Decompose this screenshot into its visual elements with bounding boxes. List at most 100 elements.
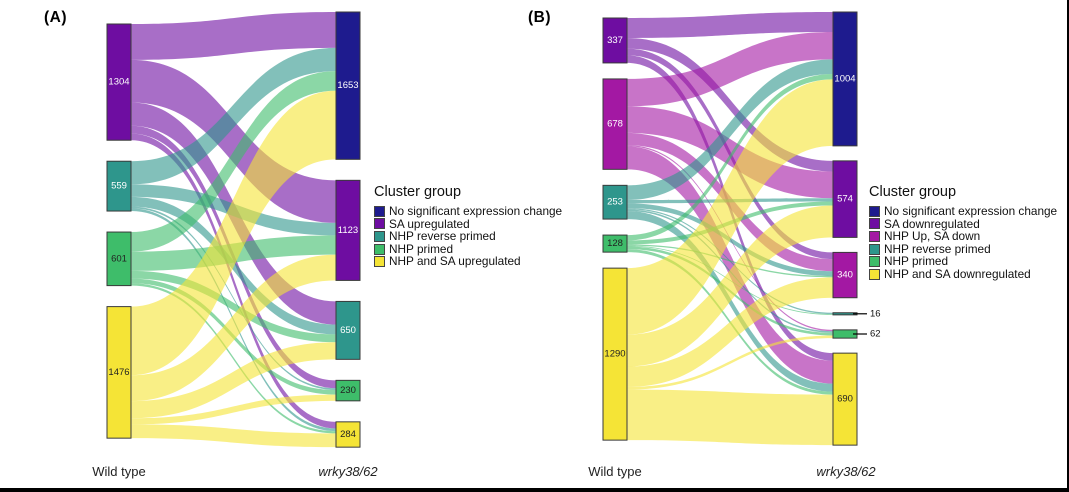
flow-ribbon	[131, 133, 336, 429]
node-value-label: 16	[870, 308, 881, 319]
sankey-node	[602, 78, 628, 170]
sankey-node	[106, 306, 132, 439]
sankey-node	[106, 160, 132, 212]
legend-swatch-icon	[374, 205, 385, 217]
flow-ribbon	[627, 59, 833, 201]
legend-a: Cluster group No significant expression …	[374, 184, 562, 268]
node-value-label: 1290	[604, 349, 625, 360]
legend-a-title: Cluster group	[374, 184, 462, 200]
node-value-label: 601	[111, 253, 127, 264]
legend-item: SA upregulated	[374, 216, 562, 231]
legend-item: NHP primed	[869, 255, 1057, 268]
flow-ribbon	[131, 394, 336, 425]
flow-ribbon	[131, 90, 336, 376]
flow-ribbon	[131, 342, 336, 419]
node-value-label: 678	[607, 119, 623, 130]
node-value-label: 690	[837, 394, 853, 405]
legend-item: No significant expression change	[869, 205, 1057, 218]
node-value-label: 340	[837, 270, 853, 281]
sankey-node	[602, 17, 628, 64]
flow-ribbon	[627, 106, 833, 199]
sankey-node	[832, 352, 858, 446]
flow-ribbon	[627, 146, 833, 384]
flow-ribbon	[131, 12, 336, 60]
flow-ribbon	[131, 424, 336, 448]
sankey-node	[602, 184, 628, 220]
flow-ribbons	[627, 12, 833, 446]
flow-ribbon	[131, 254, 336, 402]
node-value-label: 128	[607, 238, 623, 249]
node-value-label: 1304	[108, 77, 129, 88]
legend-label: NHP reverse primed	[389, 229, 496, 244]
legend-item: NHP reverse primed	[869, 243, 1057, 256]
sankey-node	[335, 300, 361, 360]
flow-ribbon	[627, 12, 833, 38]
legend-swatch-icon	[869, 256, 880, 268]
flow-ribbon	[627, 74, 833, 241]
flow-ribbon	[131, 206, 336, 390]
flow-ribbon	[627, 244, 833, 278]
flow-ribbon	[131, 283, 336, 434]
sankey-node	[106, 23, 132, 141]
legend-item: SA downregulated	[869, 217, 1057, 231]
node-value-label: 1123	[338, 225, 358, 236]
legend-label: NHP and SA upregulated	[389, 254, 521, 269]
axis-label-b-wrky3862: wrky38/62	[816, 464, 876, 479]
legend-swatch-icon	[869, 243, 880, 255]
flow-ribbon	[627, 389, 833, 446]
axis-label-b-wildtype: Wild type	[588, 464, 642, 479]
node-value-label: 574	[837, 194, 853, 205]
legend-swatch-icon	[869, 268, 880, 280]
sankey-node	[335, 379, 361, 402]
node-column-left: 1304 559 601 1476	[106, 23, 132, 439]
legend-label: NHP reverse primed	[884, 241, 991, 256]
node-value-label: 559	[111, 181, 127, 192]
legend-item: NHP and SA upregulated	[374, 255, 562, 268]
legend-swatch-icon	[374, 230, 385, 242]
legend-item: NHP primed	[374, 243, 562, 256]
node-value-label: 650	[340, 325, 356, 336]
sankey-node	[832, 11, 858, 147]
legend-label: No significant expression change	[389, 204, 563, 218]
flow-ribbon	[627, 38, 833, 172]
panel-b-label: (B)	[528, 9, 552, 26]
flow-ribbon	[627, 79, 833, 335]
node-value-label: 337	[607, 35, 623, 46]
sankey-node	[106, 231, 132, 287]
flow-ribbon	[131, 270, 336, 343]
node-value-label: 253	[607, 197, 623, 208]
node-value-label: 1653	[337, 80, 358, 91]
sankey-node	[602, 267, 628, 441]
sankey-node	[832, 251, 858, 299]
flow-ribbon	[627, 32, 833, 107]
legend-swatch-icon	[374, 256, 385, 268]
node-value-label: 62	[870, 329, 881, 340]
legend-label: NHP primed	[884, 254, 949, 269]
legend-item: No significant expression change	[374, 205, 562, 218]
legend-swatch-icon	[869, 230, 880, 242]
node-value-label: 1476	[108, 367, 129, 378]
sankey-node	[335, 11, 361, 160]
sankey-node	[335, 421, 361, 448]
legend-item: NHP Up, SA down	[869, 230, 1057, 243]
legend-item: NHP reverse primed	[374, 230, 562, 243]
axis-label-a-wildtype: Wild type	[92, 464, 146, 479]
flow-ribbon	[627, 335, 833, 390]
node-value-label: 230	[340, 385, 356, 396]
legend-label: SA upregulated	[389, 216, 470, 231]
legend-swatch-icon	[869, 218, 880, 230]
flow-ribbon	[627, 205, 833, 367]
legend-swatch-icon	[869, 205, 880, 217]
flow-ribbon	[627, 249, 833, 395]
legend-label: No significant expression change	[884, 204, 1058, 218]
legend-label: NHP primed	[389, 241, 454, 256]
flow-ribbon	[627, 277, 833, 387]
flow-ribbon	[131, 47, 336, 185]
legend-b: Cluster group No significant expression …	[869, 184, 1057, 281]
sankey-node	[602, 234, 628, 253]
